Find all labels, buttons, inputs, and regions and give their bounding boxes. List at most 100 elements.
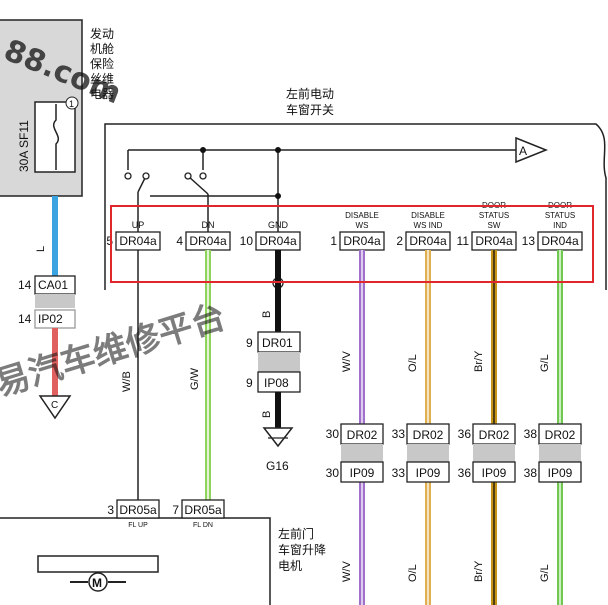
inline-bottom-pin: 30 xyxy=(326,466,340,480)
motor-connector-pin: 3 xyxy=(107,503,114,517)
motor-symbol-label: M xyxy=(92,576,102,590)
fuse-pin-number: 1 xyxy=(69,99,74,109)
connector-func-label: DISABLE xyxy=(345,211,379,220)
connector-pin: 1 xyxy=(330,234,337,248)
fuse-box-title-3: 保险 xyxy=(90,56,114,71)
switch-node-3 xyxy=(275,193,281,199)
dn-contact-right xyxy=(199,172,207,180)
wire-label-upper: G/L xyxy=(539,354,551,372)
wire-label-upper: Br/Y xyxy=(473,350,485,372)
ground-chain: B 9 DR01 9 IP08 B G16 xyxy=(246,250,301,473)
motor-connector-pin: 7 xyxy=(172,503,179,517)
window-motor: 左前门 车窗升降 电机 M xyxy=(0,517,326,605)
fuse-box-title-5: 电器 xyxy=(90,87,114,101)
wire-label-lower: Br/Y xyxy=(473,560,485,582)
fuse-inner-box xyxy=(34,101,76,173)
connector-label: DR04a xyxy=(409,234,447,248)
inline-top-pin: 33 xyxy=(392,427,406,441)
motor-title-2: 车窗升降 xyxy=(278,542,326,557)
inline-bottom-label: IP09 xyxy=(548,466,573,480)
inline-bottom-box xyxy=(340,461,384,483)
connector-pin: 10 xyxy=(240,234,254,248)
inline-gap xyxy=(407,444,449,462)
up-contact-left xyxy=(124,172,132,180)
offpage-arrow-a xyxy=(515,136,549,164)
window-switch: 左前电动 车窗开关 A xyxy=(104,86,607,290)
dr01-pin: 9 xyxy=(246,336,253,350)
gnd-wire-label-1: B xyxy=(261,311,273,318)
ip08-label: IP08 xyxy=(264,376,289,390)
inline-gap xyxy=(539,444,581,462)
connector-label: DR04a xyxy=(189,234,227,248)
connector-pin: 4 xyxy=(176,234,183,248)
power-feed: L 14 CA01 14 IP02 C xyxy=(18,196,76,420)
inline-top-pin: 30 xyxy=(326,427,340,441)
gnd-wire-label-2: B xyxy=(261,411,273,418)
inline-top-label: DR02 xyxy=(545,428,576,442)
ip02-label: IP02 xyxy=(38,312,63,326)
ground-label: G16 xyxy=(266,459,289,473)
wire-l-label: L xyxy=(35,246,47,252)
connector-func-label: STATUS xyxy=(545,211,575,220)
motor-outline xyxy=(0,517,271,605)
ip02-pin: 14 xyxy=(18,312,32,326)
inline-bottom-pin: 33 xyxy=(392,466,406,480)
connector-func-label: IND xyxy=(553,221,567,230)
wire-label-lower: G/L xyxy=(539,564,551,582)
connector-label: DR04a xyxy=(259,234,297,248)
inline-bottom-pin: 38 xyxy=(524,466,538,480)
inline-top-label: DR02 xyxy=(413,428,444,442)
motor-connector-func: FL DN xyxy=(193,522,213,529)
inline-top-label: DR02 xyxy=(479,428,510,442)
offpage-c-label: C xyxy=(51,400,58,411)
switch-connectors: UPDR04a5W/BDNDR04a4G/WGNDDR04a10DISABLEW… xyxy=(106,201,583,605)
fuse-box-title-1: 发动 xyxy=(90,26,114,41)
up-contact-right xyxy=(142,172,150,180)
wire-label-upper: W/V xyxy=(341,351,353,372)
motor-connector-box xyxy=(116,499,160,519)
motor-connector-label: DR05a xyxy=(184,503,222,517)
connector-pin: 2 xyxy=(396,234,403,248)
ca01-ip02-gap xyxy=(35,294,75,308)
fuse-pin-marker xyxy=(65,96,79,110)
inline-bottom-label: IP09 xyxy=(416,466,441,480)
connector-func-label: SW xyxy=(488,221,501,230)
inline-bottom-box xyxy=(538,461,582,483)
connector-label: DR04a xyxy=(343,234,381,248)
switch-outline xyxy=(104,123,607,290)
connector-func-label: STATUS xyxy=(479,211,509,220)
inline-bottom-label: IP09 xyxy=(350,466,375,480)
wire-label-upper: O/L xyxy=(407,354,419,372)
dn-contact-left xyxy=(184,172,192,180)
wire-label: W/B xyxy=(121,371,133,392)
ca01-label: CA01 xyxy=(38,278,68,292)
motor-connector-box xyxy=(181,499,225,519)
connector-label: DR04a xyxy=(541,234,579,248)
wire-label-lower: O/L xyxy=(407,564,419,582)
dr01-label: DR01 xyxy=(262,336,293,350)
fuse-box-title-2: 机舱 xyxy=(90,42,114,56)
motor-connector-label: DR05a xyxy=(119,503,157,517)
switch-node-2 xyxy=(275,147,281,153)
inline-bottom-box xyxy=(472,461,516,483)
wire-label: G/W xyxy=(189,367,201,390)
motor-title-3: 电机 xyxy=(278,559,302,573)
fuse-label: 30A SF11 xyxy=(17,120,31,172)
fuse-box-title-4: 丝维 xyxy=(90,72,114,86)
inline-bottom-box xyxy=(406,461,450,483)
connector-func-label: WS xyxy=(356,221,369,230)
ip08-pin: 9 xyxy=(246,376,253,390)
inline-gap xyxy=(473,444,515,462)
ca01-pin: 14 xyxy=(18,278,32,292)
connector-label: DR04a xyxy=(119,234,157,248)
